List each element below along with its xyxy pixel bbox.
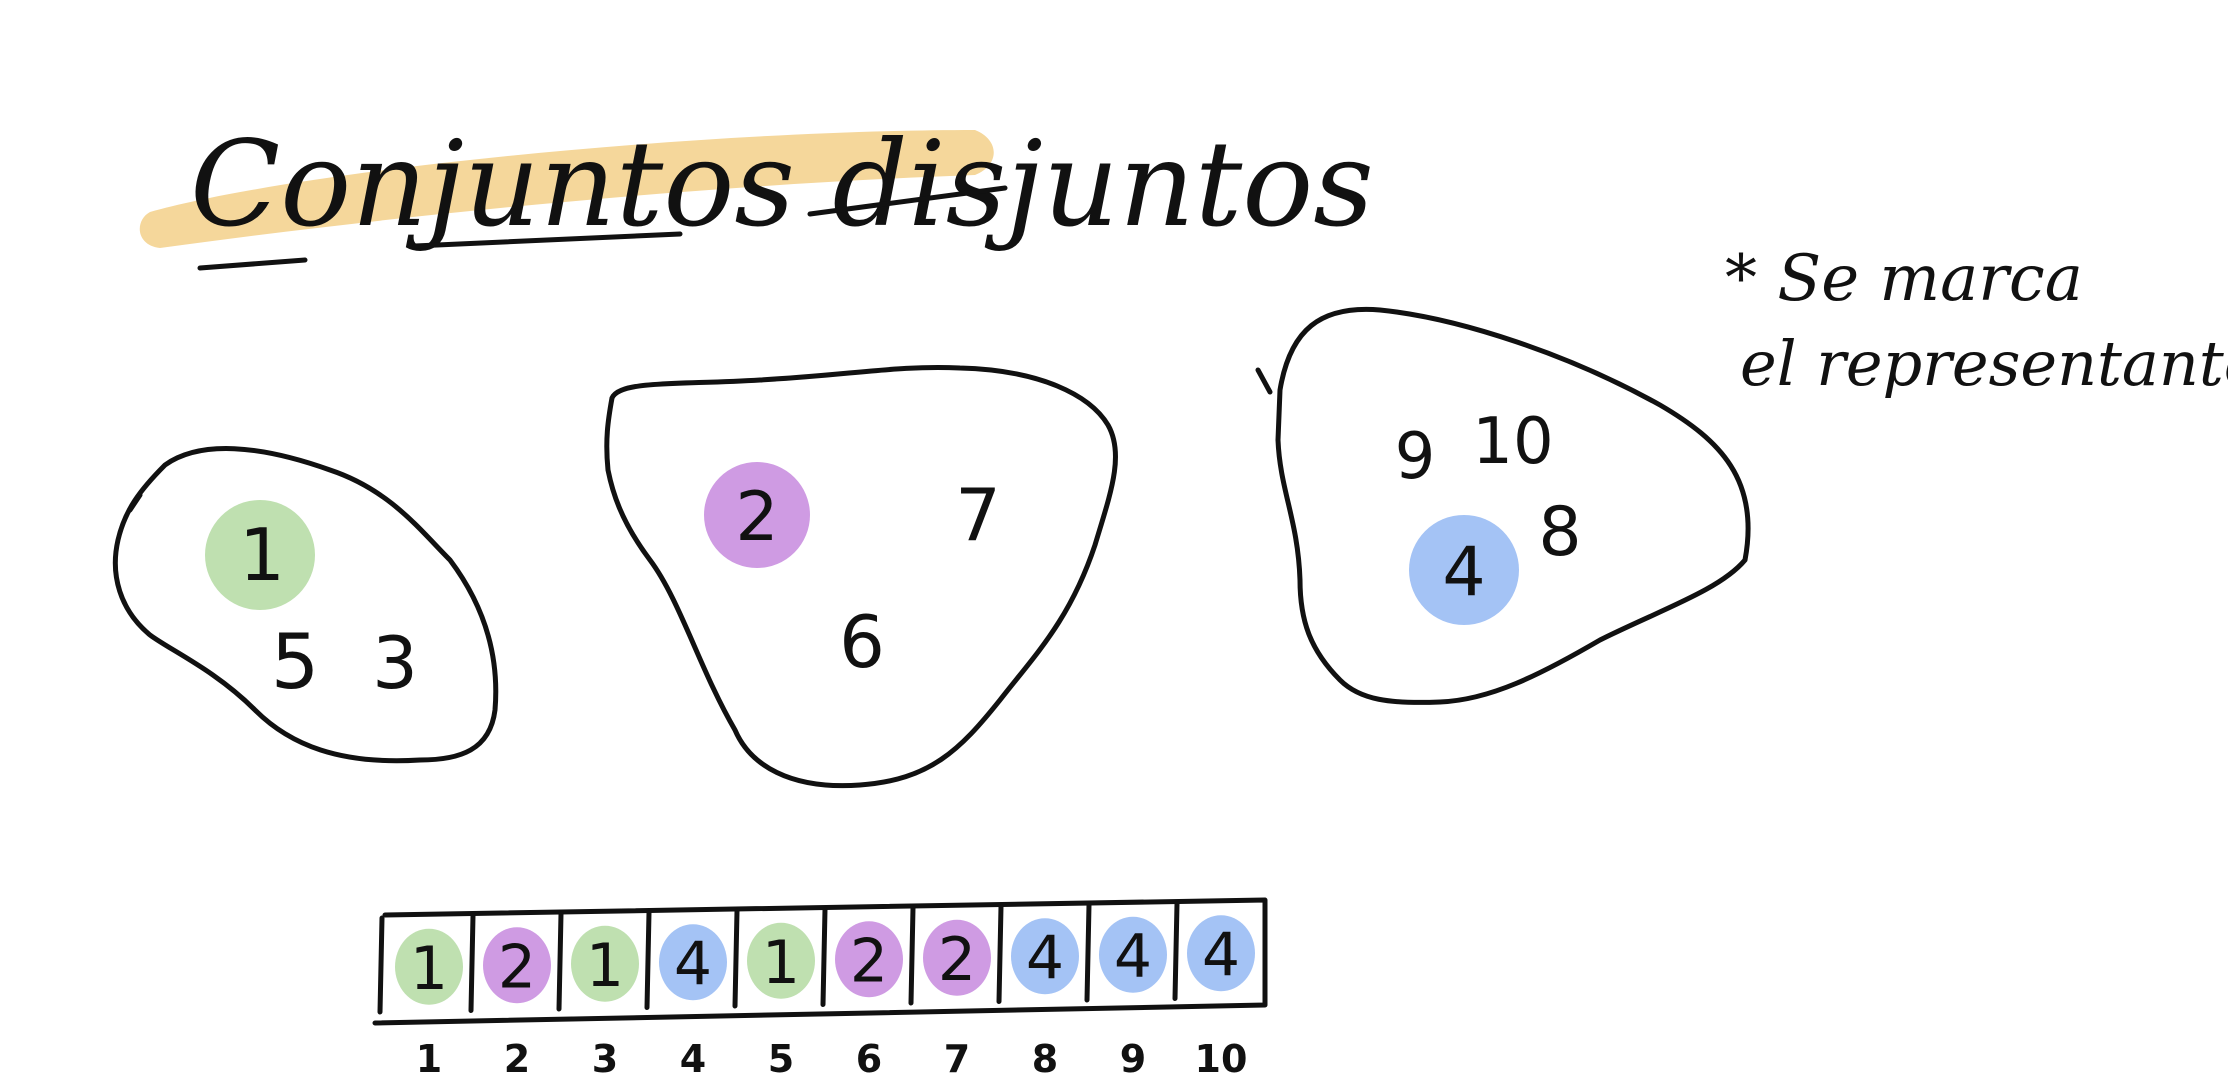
array-index-label: 6: [856, 1037, 882, 1081]
page-title: Conjuntos disjuntos: [190, 115, 1374, 253]
array-index-label: 5: [768, 1037, 794, 1081]
title-underline: [197, 185, 1008, 271]
array-divider: [644, 910, 652, 1010]
set-3-representative: 4: [1442, 533, 1485, 612]
array-divider: [996, 904, 1004, 1004]
array-divider: [1084, 902, 1092, 1003]
array-cell-marker: [395, 928, 463, 1005]
array-cell-value: 4: [1026, 923, 1064, 993]
set-2-rep-marker: [704, 462, 810, 568]
set-2-member-2: 6: [839, 600, 885, 684]
set-3: 4 9 10 8: [1255, 306, 1751, 705]
set-2-outline: [604, 364, 1119, 789]
array-cell-value: 1: [410, 934, 448, 1004]
array-index-label: 1: [416, 1037, 442, 1081]
array-cell-marker: [923, 919, 991, 996]
array-cell-value: 1: [762, 928, 800, 998]
array-index-label: 9: [1120, 1037, 1146, 1081]
array-cell-value: 2: [938, 925, 976, 995]
set-3-member-2: 10: [1472, 405, 1553, 479]
array-divider: [732, 908, 740, 1009]
set-3-outline: [1275, 306, 1751, 705]
array-index-label: 7: [944, 1037, 970, 1081]
set-1-member-2: 3: [372, 621, 418, 705]
array-cell-value: 2: [498, 932, 536, 1002]
set-1-representative: 1: [239, 513, 285, 597]
array-index-label: 3: [592, 1037, 618, 1081]
array-cell-marker: [1099, 916, 1167, 993]
array-cell-marker: [1011, 918, 1079, 995]
title-highlight: [139, 130, 994, 248]
array-index-label: 8: [1032, 1037, 1058, 1081]
note-group: * Se marca el representante: [1725, 242, 2228, 400]
array-cell-marker: [1187, 915, 1255, 992]
array-divider: [908, 905, 916, 1006]
array-cell-value: 4: [1202, 920, 1240, 990]
array-cell-marker: [747, 922, 815, 999]
array-divider: [468, 913, 476, 1013]
set-1-stroke-tail: [127, 492, 143, 513]
set-2-representative: 2: [735, 478, 778, 557]
set-3-member-3: 8: [1538, 493, 1581, 572]
set-1-rep-marker: [205, 500, 315, 610]
set-3-rep-marker: [1409, 515, 1519, 625]
array-index-label: 4: [680, 1037, 706, 1081]
array-cell-marker: [571, 925, 639, 1002]
set-3-stroke-tail: [1255, 367, 1273, 395]
set-1: 1 5 3: [112, 446, 499, 764]
array-cell-marker: [835, 921, 903, 998]
array-divider: [1172, 901, 1180, 1001]
title-group: Conjuntos disjuntos: [139, 115, 1374, 271]
array-index-label: 2: [504, 1037, 530, 1081]
array-index-label: 10: [1195, 1037, 1248, 1081]
set-3-member-1: 9: [1395, 420, 1436, 494]
array-cell-value: 2: [850, 926, 888, 996]
array-cell-value: 4: [674, 929, 712, 999]
array-cell-marker: [659, 924, 727, 1001]
array-cell-value: 4: [1114, 922, 1152, 992]
set-2-member-1: 7: [955, 473, 1001, 557]
array-cell-value: 1: [586, 931, 624, 1001]
set-2: 2 7 6: [604, 364, 1119, 789]
set-1-outline: [112, 446, 499, 764]
array-cell-marker: [483, 927, 551, 1004]
array-divider: [556, 911, 564, 1012]
note-line-1: * Se marca: [1725, 242, 2083, 316]
note-line-2: el representante: [1740, 327, 2228, 400]
set-1-member-1: 5: [271, 617, 319, 706]
array-divider: [820, 907, 828, 1007]
